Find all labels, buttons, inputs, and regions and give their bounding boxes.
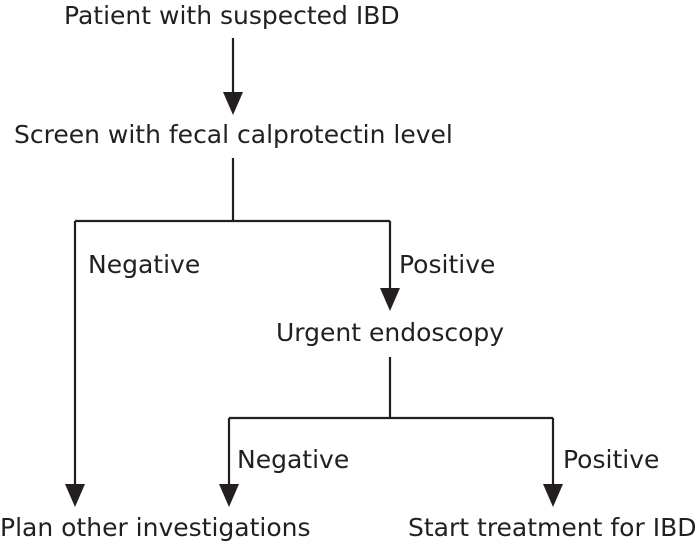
label-screen-negative: Negative — [88, 250, 200, 279]
connector-endoscopy-split — [229, 357, 553, 420]
connector-screen-positive — [380, 221, 400, 311]
label-endoscopy-positive: Positive — [563, 445, 659, 474]
arrowhead-icon — [65, 484, 85, 507]
node-plan-other-investigations: Plan other investigations — [0, 513, 311, 542]
connector-screen-negative — [65, 221, 85, 507]
connector-endoscopy-positive — [543, 418, 563, 507]
connector-start-to-screen — [223, 38, 243, 115]
node-screen-fecal-calprotectin: Screen with fecal calprotectin level — [14, 120, 453, 149]
node-start-treatment-ibd: Start treatment for IBD — [408, 513, 696, 542]
label-screen-positive: Positive — [399, 250, 495, 279]
connector-endoscopy-negative — [219, 418, 239, 507]
connector-screen-split — [75, 158, 390, 223]
arrowhead-icon — [543, 484, 563, 507]
arrowhead-icon — [223, 92, 243, 115]
arrowhead-icon — [380, 288, 400, 311]
node-patient-suspected-ibd: Patient with suspected IBD — [64, 1, 400, 30]
node-urgent-endoscopy: Urgent endoscopy — [276, 318, 504, 347]
label-endoscopy-negative: Negative — [237, 445, 349, 474]
arrowhead-icon — [219, 484, 239, 507]
